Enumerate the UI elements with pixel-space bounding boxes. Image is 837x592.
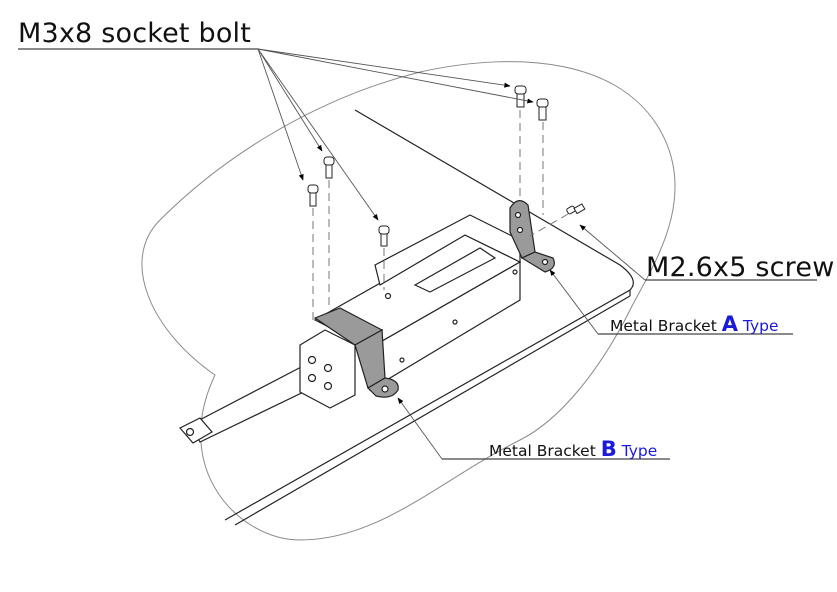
bracket-a-prefix: Metal Bracket (610, 317, 722, 335)
bolt-2 (323, 156, 335, 179)
bolt-4 (514, 85, 527, 108)
bracket-b-prefix: Metal Bracket (489, 442, 601, 460)
bracket-b-letter: B (600, 437, 617, 461)
housing-upper (374, 214, 521, 286)
assembly-guides (312, 110, 569, 320)
metal-bracket-a (509, 200, 555, 273)
screw-label: M2.6x5 screw (646, 252, 835, 283)
leader-lines (18, 48, 817, 460)
bracket-a-letter: A (721, 312, 738, 336)
bolt-5 (536, 98, 549, 121)
bolt-1 (307, 184, 319, 207)
screw (566, 203, 586, 215)
socket-bolt-label: M3x8 socket bolt (18, 18, 252, 49)
mounting-plate (224, 109, 634, 526)
detail-boundary (141, 61, 676, 541)
bracket-a-label: Metal Bracket A Type (610, 314, 779, 335)
bracket-b-suffix: Type (616, 442, 658, 460)
actuator (179, 214, 522, 444)
metal-bracket-b (313, 307, 399, 398)
socket-bolts (307, 85, 586, 247)
bracket-a-suffix: Type (737, 317, 779, 335)
bracket-b-label: Metal Bracket B Type (489, 439, 657, 460)
bolt-3 (378, 225, 390, 247)
rod-end (179, 417, 213, 444)
